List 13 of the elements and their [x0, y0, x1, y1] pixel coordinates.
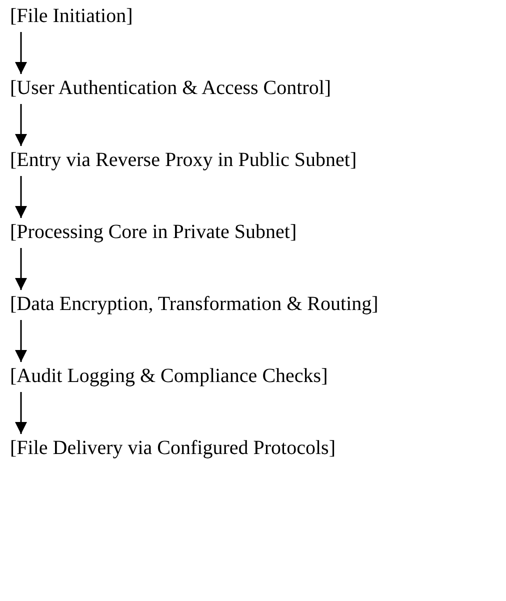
arrow [15, 320, 27, 362]
step-label: [File Initiation] [10, 4, 133, 28]
arrow [15, 104, 27, 146]
arrow [15, 32, 27, 74]
step-label: [User Authentication & Access Control] [10, 76, 332, 100]
step-label: [Processing Core in Private Subnet] [10, 220, 297, 244]
step-label: [Entry via Reverse Proxy in Public Subnet] [10, 148, 357, 172]
step-label: [File Delivery via Configured Protocols] [10, 436, 336, 460]
arrow [15, 176, 27, 218]
arrow [15, 392, 27, 434]
step-label: [Data Encryption, Transformation & Routing] [10, 292, 378, 316]
arrow [15, 248, 27, 290]
step-label: [Audit Logging & Compliance Checks] [10, 364, 328, 388]
